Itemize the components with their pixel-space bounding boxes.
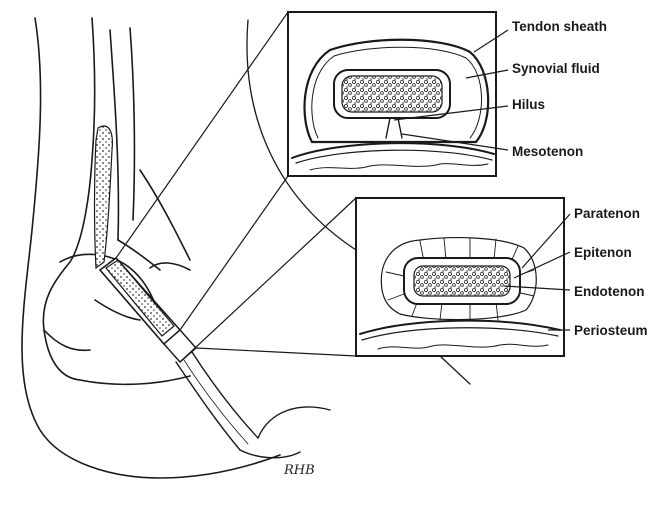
label-synovial-fluid: Synovial fluid [512, 61, 600, 76]
achilles-tendon-shading [95, 126, 113, 268]
endotenon-fibers [414, 266, 510, 296]
label-epitenon: Epitenon [574, 245, 632, 260]
ankle-outline [22, 18, 280, 478]
label-tendon-sheath: Tendon sheath [512, 19, 607, 34]
label-hilus: Hilus [512, 97, 545, 112]
distal-tendon [176, 352, 330, 458]
label-endotenon: Endotenon [574, 284, 645, 299]
tendon-window [100, 258, 196, 362]
inset-paratenon [356, 198, 564, 384]
label-mesotenon: Mesotenon [512, 144, 583, 159]
artist-signature: RHB [283, 463, 315, 478]
label-periosteum: Periosteum [574, 323, 648, 338]
label-paratenon: Paratenon [574, 206, 640, 221]
inset-tendon-sheath [288, 12, 496, 176]
